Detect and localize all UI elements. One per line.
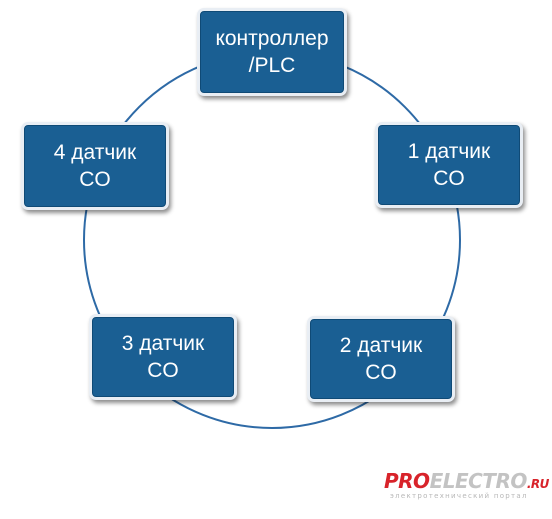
node-label-line1: 4 датчик (53, 141, 137, 164)
node-label-line2: CO (365, 361, 397, 384)
node-sensor-1: 1 датчик CO (375, 122, 523, 208)
node-sensor-3: 3 датчик CO (89, 314, 237, 400)
logo-electro: ELECTRO (429, 469, 528, 493)
node-label-line1: 2 датчик (339, 334, 423, 357)
node-label-line1: 3 датчик (121, 332, 205, 355)
node-label-line2: CO (79, 168, 111, 191)
logo-wordmark: PROELECTRO.RU (384, 470, 549, 495)
node-label-line1: 1 датчик (407, 140, 491, 163)
node-label-line2: CO (147, 359, 179, 382)
logo-ru: .RU (526, 477, 550, 491)
node-sensor-4: 4 датчик CO (21, 122, 169, 210)
node-label-line1: контроллер (215, 27, 329, 50)
node-label-line2: /PLC (248, 54, 296, 77)
logo-tagline: электротехнический портал (390, 492, 528, 500)
node-label-line2: CO (433, 167, 465, 190)
node-sensor-2: 2 датчик CO (307, 316, 455, 402)
node-controller-plc: контроллер /PLC (197, 8, 347, 96)
proelectro-logo: PROELECTRO.RU электротехнический портал (384, 470, 549, 506)
logo-pro: PRO (384, 469, 430, 493)
